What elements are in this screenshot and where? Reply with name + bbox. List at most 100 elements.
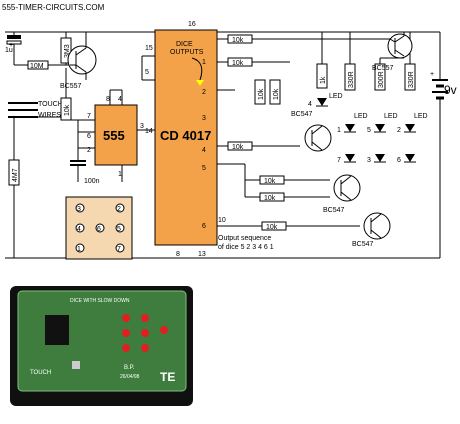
capacitor-100n: 100n (70, 148, 100, 185)
svg-text:BC557: BC557 (60, 83, 82, 90)
transistor-bc547-mid: BC547 (323, 174, 361, 214)
battery-9v: + 9v (430, 32, 457, 258)
svg-text:15: 15 (145, 45, 153, 52)
capacitor-1u: + 1u (5, 32, 22, 65)
svg-text:10k: 10k (64, 104, 71, 116)
svg-text:BC547: BC547 (323, 207, 345, 214)
svg-text:7: 7 (87, 113, 91, 120)
svg-text:330R: 330R (348, 71, 355, 88)
led-6: 6 (397, 154, 416, 164)
svg-text:5: 5 (145, 69, 149, 76)
svg-text:LED: LED (329, 93, 343, 100)
svg-text:4: 4 (308, 101, 312, 108)
svg-text:5: 5 (202, 165, 206, 172)
svg-text:10k: 10k (266, 224, 278, 231)
svg-text:5: 5 (367, 127, 371, 134)
svg-text:7: 7 (117, 246, 121, 253)
svg-text:1: 1 (77, 246, 81, 253)
led-resistors: 1k 330R 300R 330R (316, 32, 416, 91)
led-3: 3 (367, 154, 386, 164)
svg-text:100n: 100n (84, 178, 100, 185)
photo-touch: TOUCH (30, 370, 51, 376)
svg-text:2: 2 (397, 127, 401, 134)
svg-text:3: 3 (367, 157, 371, 164)
svg-text:300R: 300R (378, 71, 385, 88)
svg-text:LED: LED (354, 113, 368, 120)
led-array: 4 LED 1 LED 7 5 LED 3 2 LE (308, 93, 428, 164)
svg-text:BC547: BC547 (352, 241, 374, 248)
output-sequence-line1: Output sequence (218, 235, 271, 242)
svg-text:3M3: 3M3 (64, 44, 71, 58)
svg-text:2: 2 (202, 89, 206, 96)
photo-bp: B.P. (124, 365, 135, 371)
svg-text:BC557: BC557 (372, 65, 394, 72)
svg-text:10M: 10M (30, 63, 44, 70)
svg-text:10k: 10k (232, 60, 244, 67)
svg-text:10k: 10k (258, 88, 265, 100)
svg-text:+: + (430, 71, 434, 78)
svg-text:6: 6 (202, 223, 206, 230)
svg-text:9v: 9v (444, 83, 457, 97)
svg-text:1: 1 (202, 59, 206, 66)
transistor-bc557-left: BC557 (60, 32, 97, 90)
svg-text:6: 6 (397, 157, 401, 164)
transistor-bc557-right: BC557 (372, 32, 413, 72)
svg-text:4: 4 (77, 226, 81, 233)
led-2: 2 LED (397, 113, 428, 134)
svg-text:LED: LED (414, 113, 428, 120)
svg-text:TOUCH: TOUCH (38, 101, 63, 108)
transistor-bc547-bottom: BC547 (352, 212, 391, 248)
svg-text:2: 2 (117, 206, 121, 213)
svg-text:LED: LED (384, 113, 398, 120)
svg-text:330R: 330R (408, 71, 415, 88)
dice-face: 3 2 4 6 5 1 7 (65, 196, 133, 260)
svg-text:14: 14 (145, 128, 153, 135)
led-4: 4 LED (308, 93, 343, 108)
photo-te: TE (160, 370, 175, 384)
svg-text:6: 6 (87, 133, 91, 140)
svg-text:OUTPUTS: OUTPUTS (170, 49, 204, 56)
chip-555: 555 8 4 7 6 2 3 1 (66, 89, 155, 182)
svg-text:3: 3 (77, 206, 81, 213)
svg-text:1: 1 (337, 127, 341, 134)
svg-text:1: 1 (118, 171, 122, 178)
board-photo: DICE WITH SLOW DOWN TOUCH B.P. 26/04/98 … (0, 278, 460, 419)
site-title: 555-TIMER-CIRCUITS.COM (2, 3, 105, 12)
svg-text:4M7: 4M7 (12, 168, 19, 182)
output-resistors: 10k 10k 10k 10k 10k 10k 10k 10k (217, 34, 390, 231)
svg-text:WIRES: WIRES (38, 112, 61, 119)
svg-text:7: 7 (337, 157, 341, 164)
svg-text:4: 4 (202, 147, 206, 154)
photo-leds (122, 314, 168, 352)
led-5: 5 LED (367, 113, 398, 134)
svg-text:555: 555 (103, 128, 125, 143)
svg-text:13: 13 (198, 251, 206, 258)
svg-text:2: 2 (87, 147, 91, 154)
svg-text:3: 3 (202, 115, 206, 122)
svg-text:10k: 10k (232, 144, 244, 151)
transistor-bc547-top: BC547 (291, 111, 332, 152)
svg-text:10k: 10k (232, 37, 244, 44)
svg-text:BC547: BC547 (291, 111, 313, 118)
svg-text:4: 4 (118, 96, 122, 103)
svg-text:10k: 10k (264, 195, 276, 202)
svg-text:DICE: DICE (176, 41, 193, 48)
led-1: 1 LED (337, 113, 368, 134)
photo-title: DICE WITH SLOW DOWN (70, 298, 130, 304)
led-7: 7 (337, 154, 356, 164)
svg-text:3: 3 (140, 123, 144, 130)
svg-text:5: 5 (117, 226, 121, 233)
svg-text:10: 10 (218, 217, 226, 224)
svg-text:8: 8 (106, 96, 110, 103)
output-sequence-line2: of dice 5 2 3 4 6 1 (218, 244, 274, 251)
svg-text:1u: 1u (5, 47, 13, 54)
svg-text:1k: 1k (320, 76, 327, 84)
chip-cd4017: CD 4017 16 15 5 1 2 3 14 4 5 6 10 8 13 D… (141, 21, 226, 258)
touch-wires: TOUCH WIRES (8, 68, 67, 119)
svg-text:10k: 10k (273, 88, 280, 100)
svg-text:8: 8 (176, 251, 180, 258)
svg-text:10k: 10k (264, 178, 276, 185)
svg-text:+: + (9, 42, 13, 49)
svg-text:CD 4017: CD 4017 (160, 128, 211, 143)
